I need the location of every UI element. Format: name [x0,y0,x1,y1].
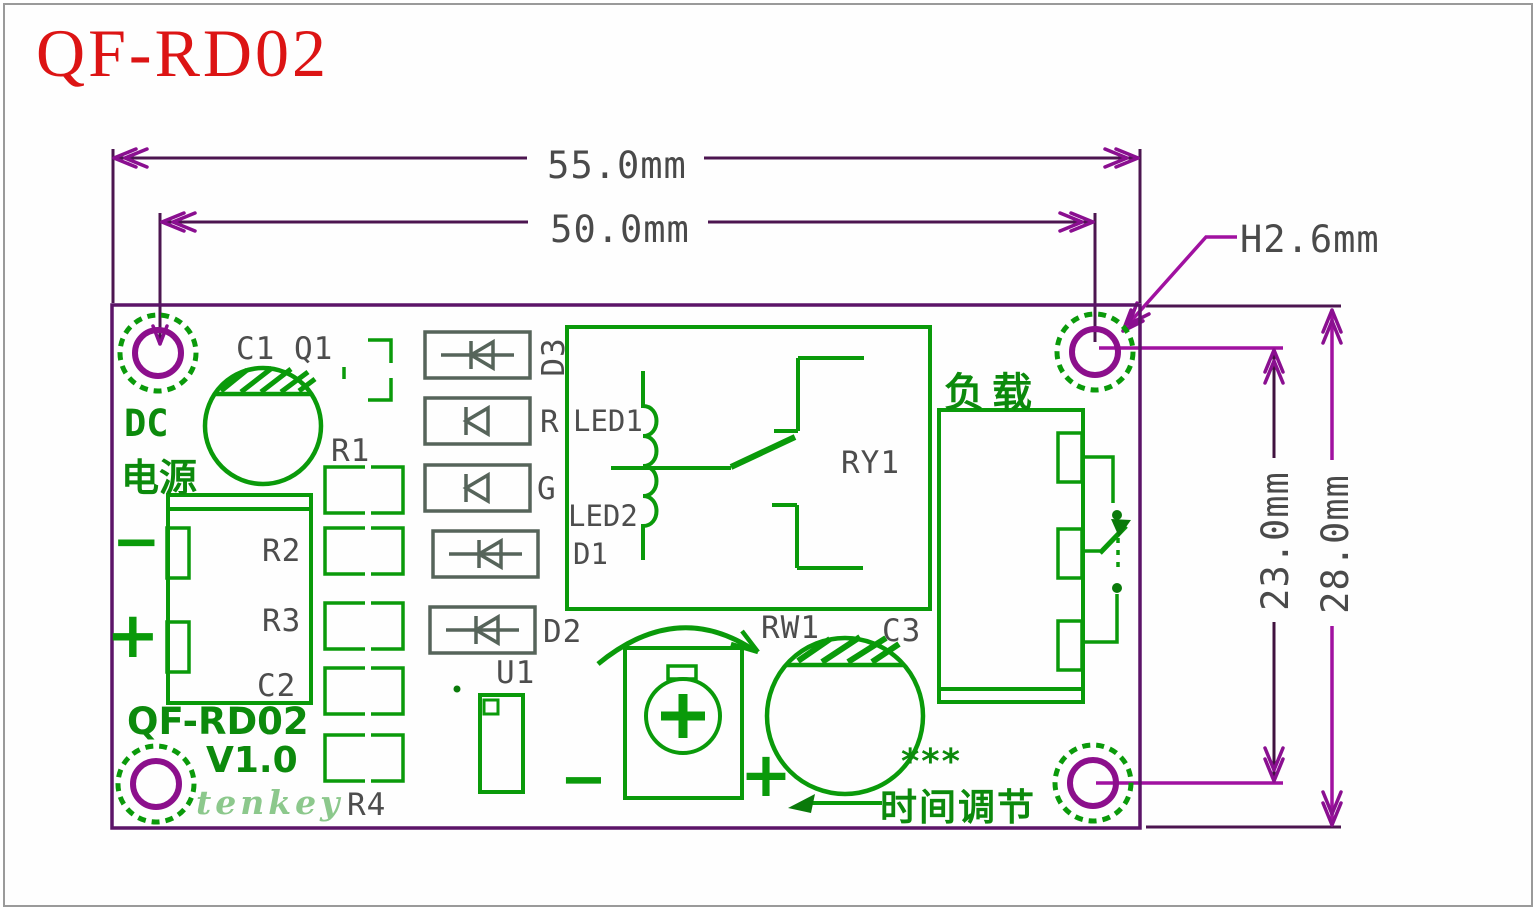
silk-time-adjust-label: 时间调节 [880,786,1036,829]
dim-total-height-label: 28.0mm [1314,474,1357,614]
diode-footprints [423,330,540,655]
smd-pad-pairs [323,465,405,783]
relay-coil [641,371,659,560]
ref-led2: LED2 [568,499,638,533]
ref-rw1: RW1 [761,610,820,646]
silk-stars: *** [901,742,962,782]
ref-r2: R2 [262,533,302,569]
rotation-arrow [596,625,760,666]
ref-q1: Q1 [294,331,334,367]
silk-version-label: V1.0 [206,740,298,781]
mounting-holes [115,311,1136,825]
mounting-hole-bottom-left [115,743,197,825]
drawing-title: QF-RD02 [36,15,330,91]
ref-r3: R3 [262,603,302,639]
ref-led-r: R [540,404,560,440]
mounting-hole-top-right [1054,311,1136,393]
ref-c1: C1 [236,331,276,367]
load-connector-footprint [937,408,1085,704]
ref-u1: U1 [496,655,536,691]
diode-d1-footprint [431,529,540,579]
load-switch-symbol [1082,455,1131,644]
ref-d1: D1 [573,537,608,571]
led-g-footprint [423,463,532,513]
ref-d2: D2 [543,614,583,650]
diode-d2-footprint [428,605,537,655]
dim-hole-spacing-height-label: 23.0mm [1254,471,1297,611]
dim-total-width-label: 55.0mm [547,144,687,187]
dim-hole-spacing-width-label: 50.0mm [550,208,690,251]
board-outline [110,303,1142,830]
relay-switch-arm [729,434,797,470]
relay-contact-top [774,356,864,433]
silk-dc-label: DC [124,402,169,445]
ref-d3: D3 [536,337,572,377]
relay-contact-bottom [772,503,863,570]
silk-model-label: QF-RD02 [127,700,309,743]
hole-connector-lines [1096,346,1283,785]
pot-plus-marker: + [740,738,792,811]
mounting-hole-top-left [117,312,199,394]
dim-28-extensions [1146,304,1341,829]
ref-c2: C2 [257,668,297,704]
u1-footprint [453,685,525,794]
q1-footprint [342,338,393,402]
dimension-arrowheads [112,147,1343,827]
dimension-lines [111,149,1341,829]
relay-ry1-footprint [565,325,932,611]
silk-power-label: 电源 [121,456,198,500]
capacitor-c1-footprint [202,365,324,487]
ref-ry1: RY1 [841,445,900,481]
time-adjust-arrow [788,794,882,813]
led-r-footprint [423,396,532,446]
diode-d3-footprint [423,330,532,380]
silkscreen-shapes [165,325,1131,813]
dim-hole-size-label: H2.6mm [1240,218,1380,261]
capacitor-c3-footprint [764,634,926,797]
dim-extension-lines [111,149,1142,344]
dc-plus-marker: + [106,599,160,673]
ref-r4: R4 [347,787,387,823]
dc-minus-marker: − [112,507,161,575]
pot-minus-marker: − [560,747,607,812]
mounting-hole-bottom-right [1052,742,1134,824]
dimension-lines-bright [1096,235,1334,825]
ref-led1: LED1 [573,404,643,438]
ref-r1: R1 [331,433,371,469]
silk-brand-logo: tenkey [196,783,344,822]
potentiometer-rw1-footprint [623,646,744,800]
silk-load-label: 负载 [944,370,1040,416]
dc-connector-footprint [165,493,313,705]
ref-led-g: G [537,471,557,507]
ref-c3: C3 [882,613,922,649]
dim-h26-leader [1121,235,1237,332]
